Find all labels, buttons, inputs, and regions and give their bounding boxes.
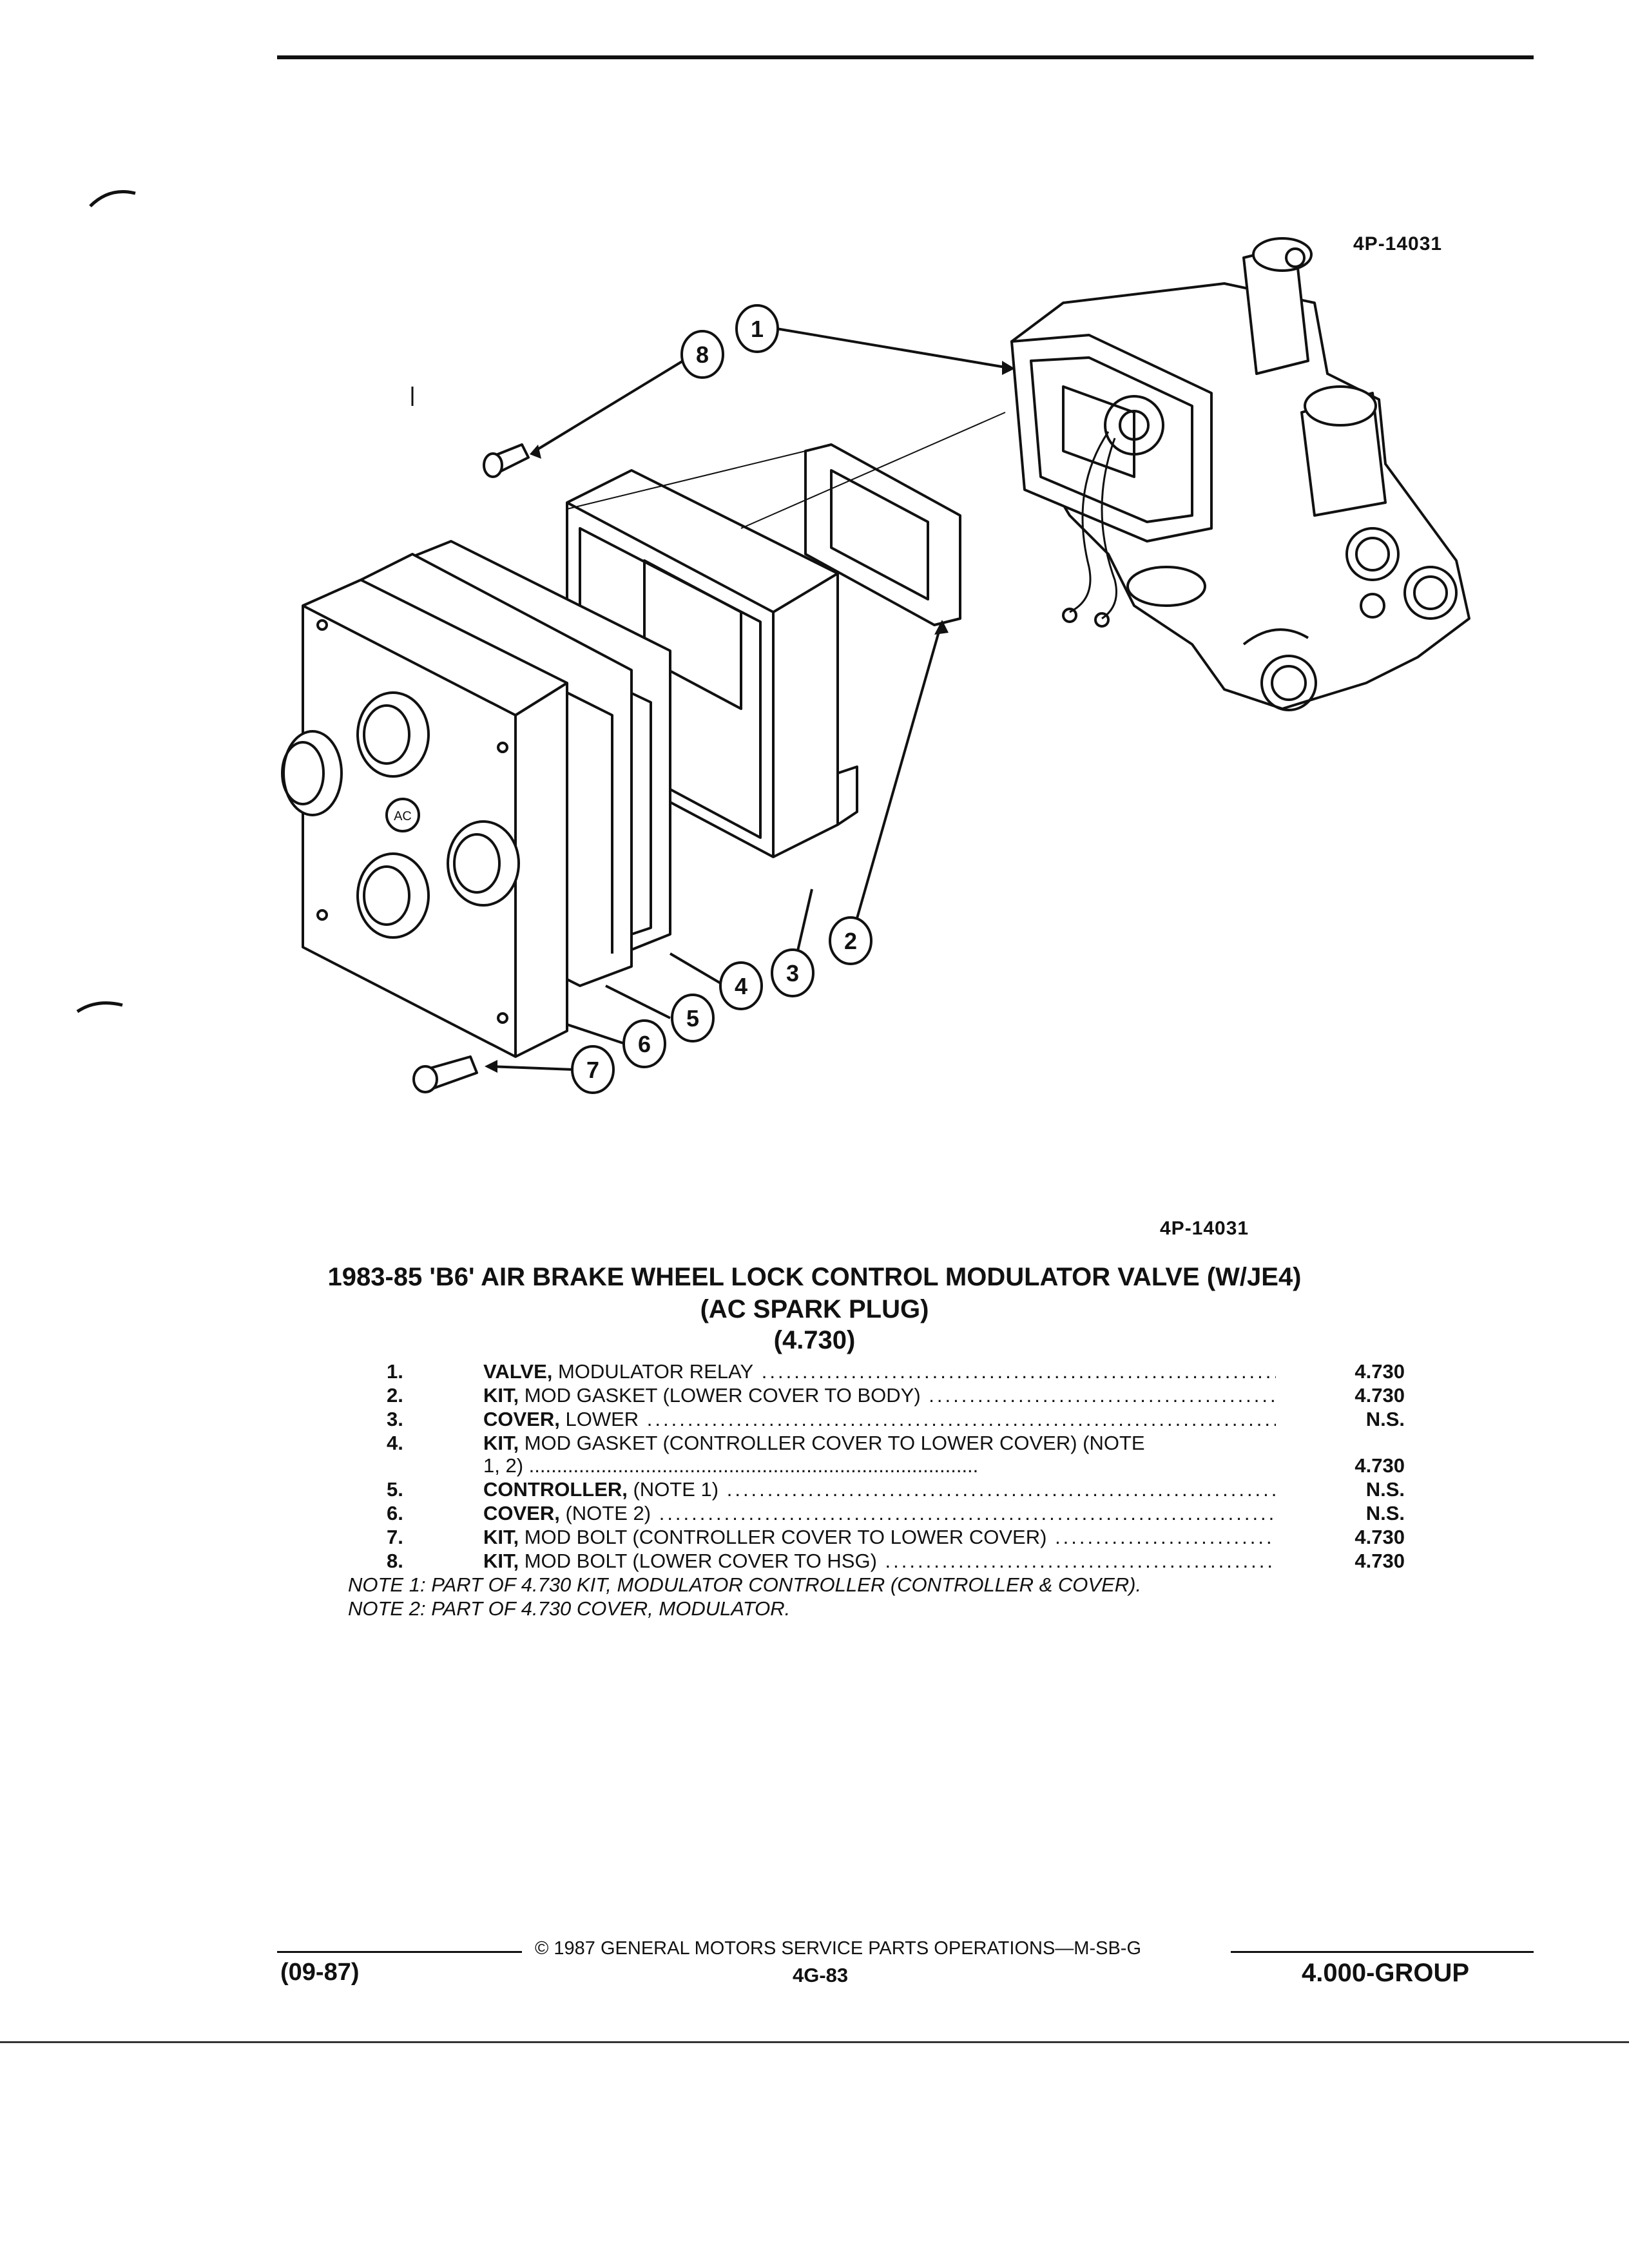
list-item: 2. KIT, MOD GASKET (LOWER COVER TO BODY)… — [348, 1383, 1405, 1407]
page-title-line1: 1983-85 'B6' AIR BRAKE WHEEL LOCK CONTRO… — [327, 1263, 1302, 1291]
item-name: KIT, — [483, 1550, 519, 1572]
callout-2-label: 2 — [844, 928, 857, 954]
figure-id-bottom: 4P-14031 — [1160, 1218, 1249, 1239]
item-detail-continued: 1, 2) — [483, 1454, 524, 1477]
item-number: 1. — [387, 1360, 403, 1383]
callout-1 — [735, 304, 779, 353]
callout-5-label: 5 — [686, 1005, 699, 1032]
item-ref: N.S. — [1365, 1478, 1405, 1501]
item-ref: 4.730 — [1354, 1526, 1405, 1548]
note-1: NOTE 1: PART OF 4.730 KIT, MODULATOR CON… — [348, 1573, 1142, 1596]
item-name: KIT, — [483, 1432, 519, 1454]
item-number: 7. — [387, 1526, 403, 1548]
exploded-view-diagram: 1 8 2 3 4 5 6 7 AC — [76, 190, 1470, 1094]
footer-group: 4.000-GROUP — [1302, 1959, 1470, 1987]
callout-8 — [680, 330, 724, 379]
list-item: 3. COVER, LOWER ........................… — [348, 1407, 1405, 1431]
item-description-continued: 1, 2) ..................................… — [483, 1454, 1276, 1477]
list-item: 4. KIT, MOD GASKET (CONTROLLER COVER TO … — [348, 1431, 1405, 1477]
list-item: 7. KIT, MOD BOLT (CONTROLLER COVER TO LO… — [348, 1525, 1405, 1549]
item-ref: 4.730 — [1354, 1454, 1405, 1477]
header-rule — [277, 55, 1534, 59]
leader-dots: ........................................… — [726, 1478, 1276, 1501]
list-item: 6. COVER, (NOTE 2) .....................… — [348, 1501, 1405, 1525]
item-number: 5. — [387, 1478, 403, 1501]
item-ref: N.S. — [1365, 1408, 1405, 1430]
item-name: CONTROLLER, — [483, 1478, 628, 1501]
item-detail: MODULATOR RELAY — [552, 1360, 754, 1383]
footer-copyright: © 1987 GENERAL MOTORS SERVICE PARTS OPER… — [535, 1938, 1141, 1959]
item-description: VALVE, MODULATOR RELAY .................… — [483, 1360, 1276, 1383]
callout-3-label: 3 — [786, 960, 799, 986]
parts-list: 1. VALVE, MODULATOR RELAY ..............… — [348, 1360, 1405, 1573]
item-number: 2. — [387, 1384, 403, 1407]
item-ref: 4.730 — [1354, 1384, 1405, 1407]
callout-5 — [671, 994, 715, 1043]
item-number: 3. — [387, 1408, 403, 1430]
note-2: NOTE 2: PART OF 4.730 COVER, MODULATOR. — [348, 1597, 791, 1620]
callout-2 — [829, 916, 872, 965]
item-detail: (NOTE 2) — [559, 1502, 651, 1524]
callout-6-label: 6 — [638, 1031, 651, 1057]
item-detail: MOD BOLT (LOWER COVER TO HSG) — [519, 1550, 877, 1572]
item-number: 4. — [387, 1432, 403, 1454]
item-name: VALVE, — [483, 1360, 553, 1383]
item-description: COVER, LOWER ...........................… — [483, 1407, 1276, 1431]
callout-3 — [771, 948, 815, 997]
footer-page: 4G-83 — [793, 1964, 849, 1986]
list-item: 1. VALVE, MODULATOR RELAY ..............… — [348, 1360, 1405, 1383]
footer-date: (09-87) — [280, 1959, 360, 1986]
footer-rule-left — [277, 1951, 522, 1953]
item-number: 8. — [387, 1550, 403, 1572]
page-bottom-edge — [0, 2041, 1629, 2043]
leader-dots: ........................................… — [885, 1550, 1276, 1572]
callout-8-label: 8 — [696, 341, 709, 368]
page-title-line3: (4.730) — [773, 1326, 856, 1354]
item-name: KIT, — [483, 1384, 519, 1407]
callout-4 — [719, 961, 763, 1010]
callout-7 — [571, 1045, 615, 1094]
item-detail: MOD BOLT (CONTROLLER COVER TO LOWER COVE… — [519, 1526, 1047, 1548]
callout-7-label: 7 — [586, 1057, 599, 1083]
item-name: COVER, — [483, 1502, 560, 1524]
item-description: CONTROLLER, (NOTE 1) ...................… — [483, 1477, 1276, 1501]
item-detail: LOWER — [559, 1408, 639, 1430]
callout-6 — [622, 1019, 666, 1068]
callout-4-label: 4 — [735, 973, 747, 999]
item-description: KIT, MOD GASKET (LOWER COVER TO BODY) ..… — [483, 1383, 1276, 1407]
item-ref: N.S. — [1365, 1502, 1405, 1524]
page-title-line2: (AC SPARK PLUG) — [700, 1295, 929, 1323]
item-detail: MOD GASKET (CONTROLLER COVER TO LOWER CO… — [519, 1432, 1145, 1454]
ac-mark: AC — [394, 809, 412, 823]
leader-dots: ........................................… — [1055, 1526, 1276, 1548]
callout-1-label: 1 — [751, 316, 764, 342]
leader-dots: ........................................… — [639, 1408, 1276, 1430]
figure-id-top: 4P-14031 — [1353, 233, 1443, 255]
leader-dots: ........................................… — [651, 1502, 1276, 1524]
item-ref: 4.730 — [1354, 1360, 1405, 1383]
leader-dots: ........................................… — [929, 1384, 1276, 1407]
item-description: KIT, MOD GASKET (CONTROLLER COVER TO LOW… — [483, 1431, 1276, 1455]
item-name: COVER, — [483, 1408, 560, 1430]
leader-dots: ........................................… — [523, 1454, 979, 1477]
item-ref: 4.730 — [1354, 1550, 1405, 1572]
item-name: KIT, — [483, 1526, 519, 1548]
item-description: KIT, MOD BOLT (CONTROLLER COVER TO LOWER… — [483, 1525, 1276, 1549]
list-item: 8. KIT, MOD BOLT (LOWER COVER TO HSG) ..… — [348, 1549, 1405, 1573]
item-number: 6. — [387, 1502, 403, 1524]
item-detail: MOD GASKET (LOWER COVER TO BODY) — [519, 1384, 921, 1407]
item-description: COVER, (NOTE 2) ........................… — [483, 1501, 1276, 1525]
list-item: 5. CONTROLLER, (NOTE 1) ................… — [348, 1477, 1405, 1501]
leader-dots: ........................................… — [761, 1360, 1276, 1383]
item-detail: (NOTE 1) — [627, 1478, 719, 1501]
item-description: KIT, MOD BOLT (LOWER COVER TO HSG) .....… — [483, 1549, 1276, 1573]
footer-rule-right — [1231, 1951, 1534, 1953]
